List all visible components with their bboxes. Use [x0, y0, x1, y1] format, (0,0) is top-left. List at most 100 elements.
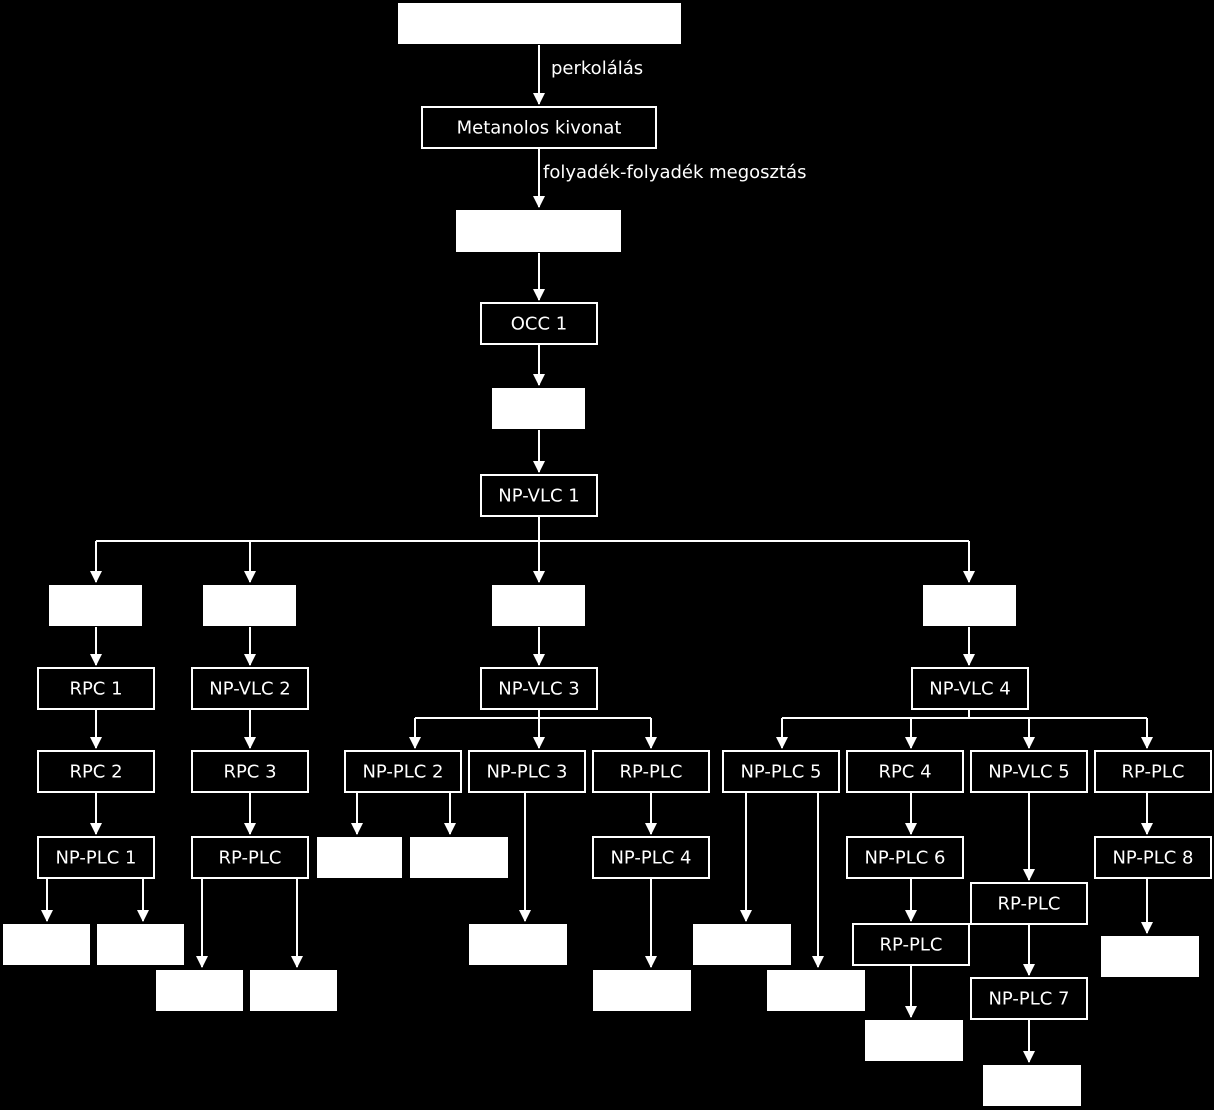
node-frakcio-4	[203, 585, 296, 626]
node-box	[846, 836, 964, 879]
node-rp-plc-e: RP-PLC	[852, 923, 970, 966]
node-box	[983, 1065, 1081, 1106]
node-box	[398, 3, 681, 44]
node-vegyulet-8	[593, 970, 691, 1011]
node-metanolos-kivonat: Metanolos kivonat	[421, 106, 657, 149]
node-label: NP-VLC 5	[988, 762, 1069, 783]
node-box	[191, 667, 309, 710]
node-box	[468, 750, 586, 793]
node-box	[469, 924, 567, 965]
node-box	[592, 836, 710, 879]
node-np-plc-1: NP-PLC 1	[37, 836, 155, 879]
node-np-plc-4: NP-PLC 4	[592, 836, 710, 879]
node-vegyulet-4	[250, 970, 337, 1011]
node-rpc-1: RPC 1	[37, 667, 155, 710]
node-label: OCC 1	[511, 314, 567, 335]
node-frakcio-2	[492, 388, 585, 429]
node-frakcio-5	[492, 585, 585, 626]
node-np-vlc-3: NP-VLC 3	[480, 667, 598, 710]
node-box	[480, 302, 598, 345]
node-label: RP-PLC	[219, 848, 282, 869]
node-label: RP-PLC	[1122, 762, 1185, 783]
node-vegyulet-7	[469, 924, 567, 965]
node-np-vlc-1: NP-VLC 1	[480, 474, 598, 517]
node-vegyulet-12	[983, 1065, 1081, 1106]
node-box	[344, 750, 462, 793]
node-label: RPC 2	[69, 762, 122, 783]
node-box	[191, 836, 309, 879]
node-vegyulet-5	[317, 837, 402, 878]
node-box	[3, 924, 90, 965]
node-rpc-4: RPC 4	[846, 750, 964, 793]
node-vegyulet-6	[410, 837, 508, 878]
node-box	[1094, 836, 1212, 879]
node-vegyulet-10	[767, 970, 865, 1011]
node-label: RPC 4	[878, 762, 931, 783]
node-box	[492, 388, 585, 429]
node-vegyulet-1	[3, 924, 90, 965]
node-label: NP-PLC 6	[864, 848, 945, 869]
node-label: NP-PLC 4	[610, 848, 691, 869]
node-label: NP-PLC 8	[1112, 848, 1193, 869]
node-box	[410, 837, 508, 878]
node-np-vlc-2: NP-VLC 2	[191, 667, 309, 710]
node-box	[203, 585, 296, 626]
node-label: NP-VLC 4	[929, 679, 1010, 700]
node-box	[480, 474, 598, 517]
node-box	[911, 667, 1029, 710]
node-box	[480, 667, 598, 710]
node-np-plc-7: NP-PLC 7	[970, 977, 1088, 1020]
node-label: NP-VLC 1	[498, 486, 579, 507]
node-label: RP-PLC	[620, 762, 683, 783]
node-np-vlc-4: NP-VLC 4	[911, 667, 1029, 710]
node-box	[317, 837, 402, 878]
node-frakcio-3	[49, 585, 142, 626]
node-label: RP-PLC	[998, 894, 1061, 915]
node-box	[767, 970, 865, 1011]
node-box	[456, 210, 621, 252]
node-label: NP-PLC 5	[740, 762, 821, 783]
node-box	[693, 924, 791, 965]
node-box	[37, 750, 155, 793]
node-label: NP-PLC 7	[988, 989, 1069, 1010]
node-label: RPC 1	[69, 679, 122, 700]
node-frakcio-6	[923, 585, 1016, 626]
node-box	[846, 750, 964, 793]
node-np-plc-6: NP-PLC 6	[846, 836, 964, 879]
node-label: NP-PLC 3	[486, 762, 567, 783]
edge-label-folyadek-megosztas: folyadék-folyadék megosztás	[543, 162, 806, 183]
node-rp-plc-c: RP-PLC	[191, 836, 309, 879]
node-vegyulet-9	[693, 924, 791, 965]
node-box	[37, 667, 155, 710]
node-box	[970, 977, 1088, 1020]
node-occ-1: OCC 1	[480, 302, 598, 345]
node-label: NP-VLC 3	[498, 679, 579, 700]
node-np-plc-8: NP-PLC 8	[1094, 836, 1212, 879]
node-label: NP-PLC 2	[362, 762, 443, 783]
node-box	[865, 1020, 963, 1061]
node-box	[970, 882, 1088, 925]
node-box	[1094, 750, 1212, 793]
node-rp-plc-d: RP-PLC	[970, 882, 1088, 925]
node-box	[970, 750, 1088, 793]
node-vegyulet-13	[1101, 936, 1199, 977]
node-box	[593, 970, 691, 1011]
node-np-vlc-5: NP-VLC 5	[970, 750, 1088, 793]
node-rpc-3: RPC 3	[191, 750, 309, 793]
node-np-plc-5: NP-PLC 5	[722, 750, 840, 793]
node-label: RP-PLC	[880, 935, 943, 956]
node-rp-plc-a: RP-PLC	[592, 750, 710, 793]
node-box	[492, 585, 585, 626]
node-start	[398, 3, 681, 44]
node-box	[421, 106, 657, 149]
node-np-plc-2: NP-PLC 2	[344, 750, 462, 793]
node-box	[97, 924, 184, 965]
node-box	[923, 585, 1016, 626]
node-label: RPC 3	[223, 762, 276, 783]
node-box	[1101, 936, 1199, 977]
node-np-plc-3: NP-PLC 3	[468, 750, 586, 793]
node-label: NP-PLC 1	[55, 848, 136, 869]
